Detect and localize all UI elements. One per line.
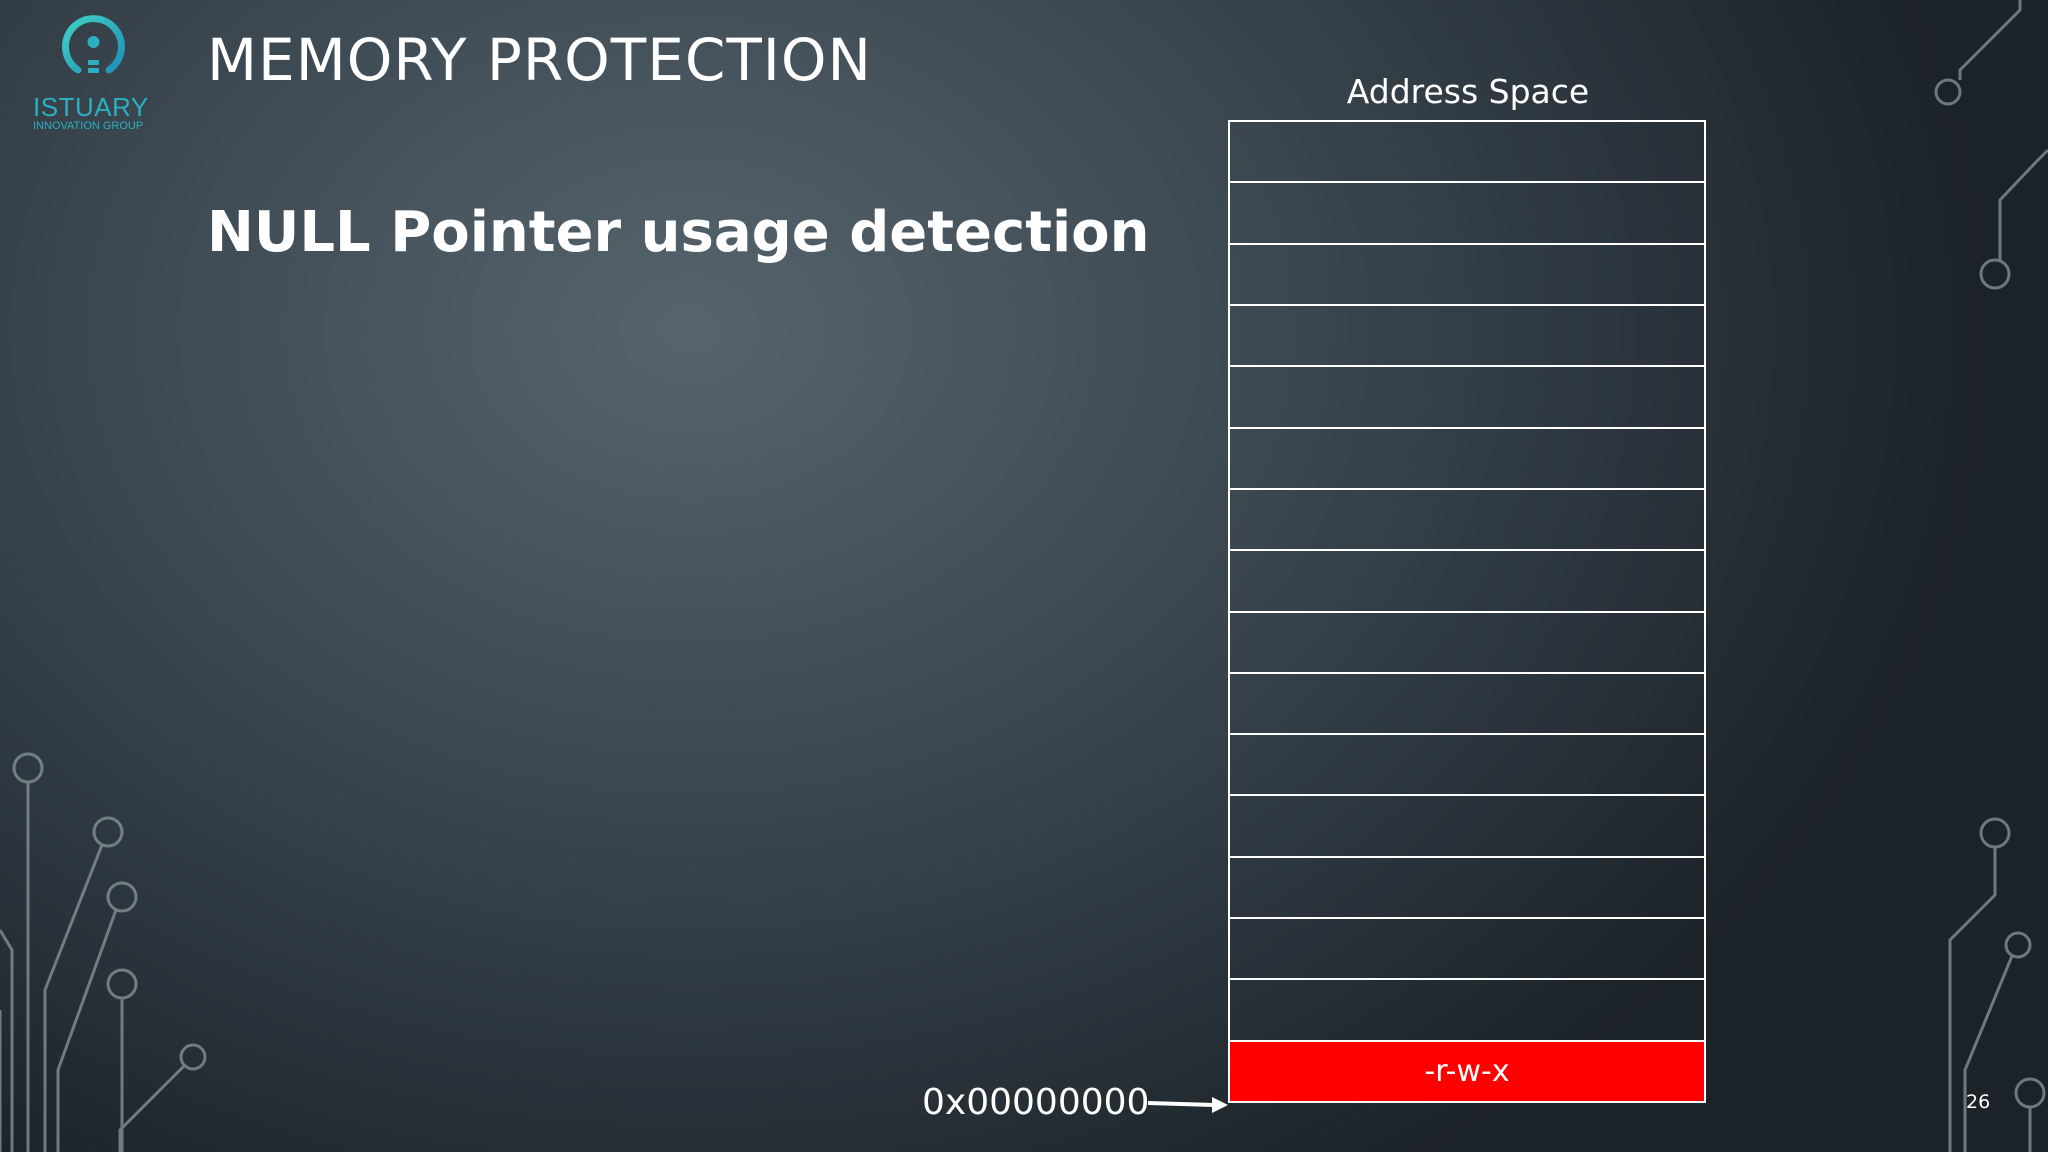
- protected-null-page: -r-w-x: [1230, 1041, 1704, 1101]
- right-arrow-icon: [1147, 1097, 1228, 1113]
- slide-title: MEMORY PROTECTION: [207, 26, 872, 94]
- null-address-label: 0x00000000: [922, 1082, 1150, 1123]
- memory-page-row: [1230, 613, 1704, 674]
- memory-page-row: [1230, 367, 1704, 429]
- memory-page-row: [1230, 551, 1704, 613]
- logo-name: ISTUARY: [33, 92, 149, 122]
- memory-page-row: [1230, 429, 1704, 490]
- memory-page-row: [1230, 122, 1704, 184]
- memory-page-row: [1230, 858, 1704, 920]
- slide-subtitle: NULL Pointer usage detection: [207, 200, 1150, 265]
- memory-page-row: [1230, 490, 1704, 552]
- address-space-caption: Address Space: [1346, 72, 1590, 111]
- memory-page-row: [1230, 306, 1704, 368]
- logo-tagline: INNOVATION GROUP: [33, 120, 144, 132]
- memory-page-row: [1230, 674, 1704, 736]
- bulb-ring-icon: [62, 15, 125, 74]
- page-number: 26: [1966, 1091, 1991, 1113]
- company-logo: ISTUARY INNOVATION GROUP: [30, 12, 160, 132]
- memory-page-row: [1230, 735, 1704, 797]
- memory-page-row: [1230, 980, 1704, 1042]
- memory-page-row: [1230, 796, 1704, 858]
- memory-page-row: [1230, 183, 1704, 245]
- address-space-diagram: -r-w-x: [1228, 120, 1706, 1103]
- memory-page-row: [1230, 919, 1704, 981]
- memory-page-row: [1230, 245, 1704, 306]
